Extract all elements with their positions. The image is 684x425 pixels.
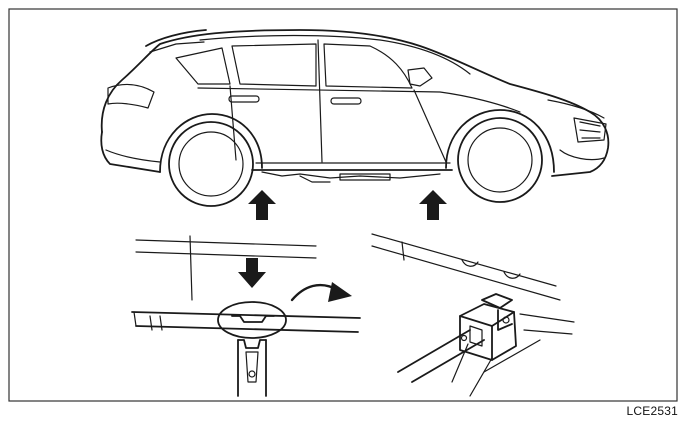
detail-pinch-weld-left (131, 235, 361, 397)
border-frame (8, 8, 678, 402)
detail-jack-engaged-right (371, 233, 575, 397)
arrow-up-icon (419, 190, 447, 220)
vehicle-side-view (100, 29, 610, 207)
curved-arrow-icon (290, 282, 352, 302)
arrow-up-icon (248, 190, 276, 220)
figure-code-label: LCE2531 (626, 404, 678, 418)
arrow-down-icon (238, 258, 266, 288)
